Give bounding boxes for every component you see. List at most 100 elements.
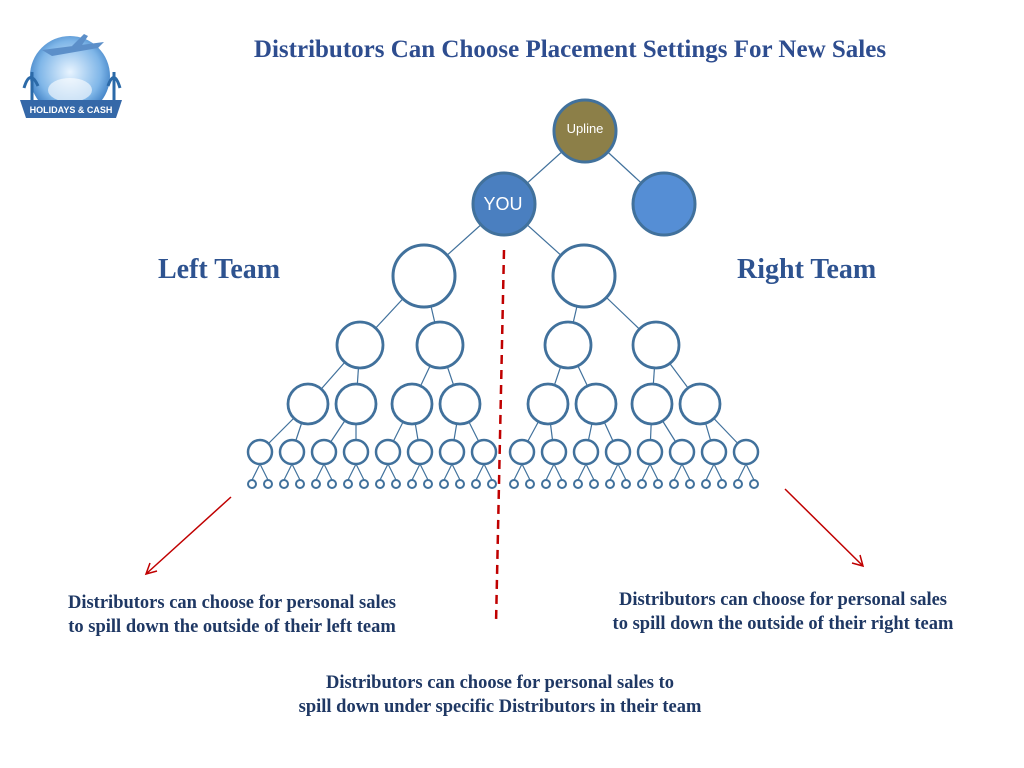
tree-edge [443, 463, 453, 481]
upline-node [552, 98, 618, 164]
level4-node [374, 438, 402, 466]
level3-node [438, 382, 482, 426]
tree-edge [737, 463, 747, 481]
tree-edge [411, 463, 421, 481]
level5-node [407, 479, 417, 489]
tree-edge [323, 463, 333, 481]
level3-node [286, 382, 330, 426]
level5-node [717, 479, 727, 489]
holidays-cash-logo: HOLIDAYS & CASH [12, 28, 130, 124]
level1-node [551, 243, 617, 309]
upline-label: Upline [567, 121, 604, 136]
level4-node [406, 438, 434, 466]
level3-node [526, 382, 570, 426]
level5-node [733, 479, 743, 489]
you-node [471, 171, 537, 237]
tree-edge [585, 463, 595, 481]
tree-edge [713, 463, 723, 481]
level5-node [653, 479, 663, 489]
tree-edge [745, 463, 755, 481]
tree-edge [283, 463, 293, 481]
level5-node [637, 479, 647, 489]
right-leg-node [631, 171, 697, 237]
tree-edge [649, 463, 659, 481]
level5-node [327, 479, 337, 489]
tree-edge [705, 463, 715, 481]
level5-node [263, 479, 273, 489]
level5-node [589, 479, 599, 489]
right-team-label: Right Team [737, 254, 877, 285]
level2-node [543, 320, 593, 370]
level5-node [471, 479, 481, 489]
level2-node [631, 320, 681, 370]
tree-edge [521, 463, 531, 481]
level4-node [246, 438, 274, 466]
tree-edge [681, 463, 691, 481]
tree-edge [553, 463, 563, 481]
tree-edge [545, 463, 555, 481]
level4-node [668, 438, 696, 466]
level4-node [732, 438, 760, 466]
tree-edge [617, 463, 627, 481]
tree-edge [577, 463, 587, 481]
level5-node [359, 479, 369, 489]
level1-node [391, 243, 457, 309]
right-team-caption: Distributors can choose for personal sal… [612, 590, 954, 634]
level3-node [334, 382, 378, 426]
level4-node [470, 438, 498, 466]
level5-node [573, 479, 583, 489]
level4-node [278, 438, 306, 466]
tree-edge [419, 463, 429, 481]
level5-node [247, 479, 257, 489]
level4-node [572, 438, 600, 466]
level4-node [636, 438, 664, 466]
tree-edge [387, 463, 397, 481]
tree-edge [609, 463, 619, 481]
level4-node [310, 438, 338, 466]
logo-text: HOLIDAYS & CASH [30, 105, 113, 115]
level5-node [509, 479, 519, 489]
tree-edge [513, 463, 523, 481]
tree-edge [347, 463, 357, 481]
level4-node [438, 438, 466, 466]
level5-node [525, 479, 535, 489]
level5-node [669, 479, 679, 489]
right-spill-arrow [784, 488, 865, 568]
level5-node [423, 479, 433, 489]
left-spill-arrow [144, 496, 232, 576]
tree-edge [483, 463, 493, 481]
level2-node [335, 320, 385, 370]
level4-node [700, 438, 728, 466]
tree-edge [673, 463, 683, 481]
level5-node [375, 479, 385, 489]
page-title: Distributors Can Choose Placement Settin… [253, 36, 887, 63]
tree-edge [355, 463, 365, 481]
level5-node [279, 479, 289, 489]
team-divider-line [494, 249, 506, 625]
tree-edge [641, 463, 651, 481]
level5-node [311, 479, 321, 489]
you-label: YOU [483, 194, 522, 214]
level5-node [391, 479, 401, 489]
level4-node [508, 438, 536, 466]
tree-edge [451, 463, 461, 481]
level2-node [415, 320, 465, 370]
tree-edge [251, 463, 261, 481]
level5-node [455, 479, 465, 489]
tree-edge [291, 463, 301, 481]
level5-node [621, 479, 631, 489]
level5-node [605, 479, 615, 489]
level4-node [604, 438, 632, 466]
level5-node [487, 479, 497, 489]
center-caption: Distributors can choose for personal sal… [298, 673, 702, 717]
tree-edge [379, 463, 389, 481]
tree-edge [315, 463, 325, 481]
level5-node [701, 479, 711, 489]
left-team-caption: Distributors can choose for personal sal… [67, 593, 397, 637]
level3-node [574, 382, 618, 426]
tree-edge [475, 463, 485, 481]
level3-node [678, 382, 722, 426]
tree-edge [259, 463, 269, 481]
level5-node [749, 479, 759, 489]
